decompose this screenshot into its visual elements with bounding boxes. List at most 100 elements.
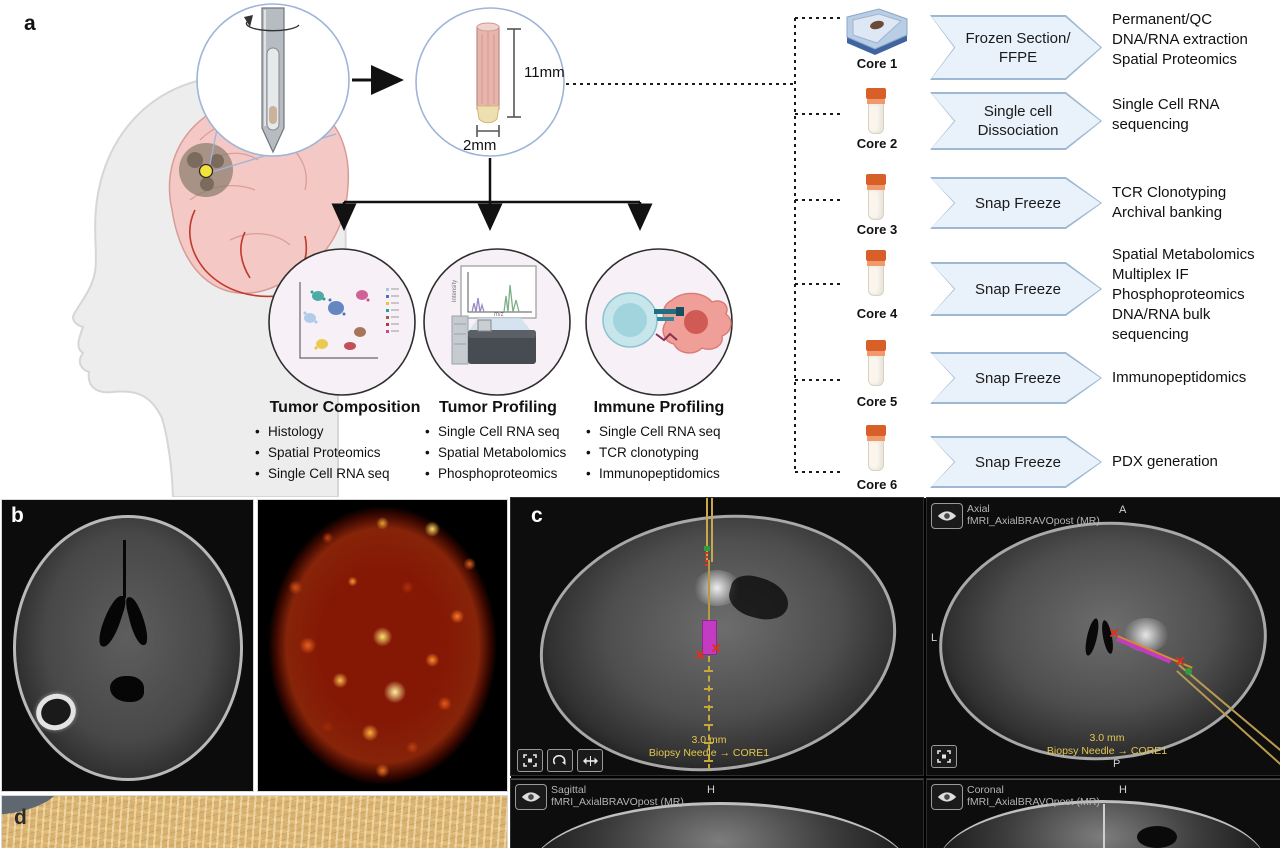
- tsne-pictogram: [268, 248, 416, 396]
- core-4-process-banner: Snap Freeze: [930, 262, 1102, 316]
- ruler-tick: [704, 670, 713, 672]
- eye-icon: [521, 792, 541, 802]
- ruler-tick: [704, 706, 713, 708]
- panel-b-perfusion-map: [257, 499, 508, 792]
- orientation-head: H: [707, 784, 715, 796]
- bullet-icon: •: [425, 424, 430, 439]
- core-5-label: Core 5: [856, 394, 898, 409]
- bullet-icon: •: [255, 466, 260, 481]
- list-item: Histology: [268, 424, 324, 439]
- view-plane-label: Axial fMRI_AxialBRAVOpost (MR): [967, 503, 1100, 527]
- view-axial: Axial fMRI_AxialBRAVOpost (MR) A L 3.0 m…: [926, 497, 1280, 776]
- view-sagittal: Sagittal fMRI_AxialBRAVOpost (MR) H: [510, 778, 924, 848]
- output-line: Archival banking: [1112, 204, 1223, 221]
- core-5-process-banner: Snap Freeze: [930, 352, 1102, 404]
- process-label: Single cell: [983, 103, 1053, 120]
- cryovial-icon: [866, 174, 886, 221]
- output-line: Multiplex IF: [1112, 266, 1189, 283]
- list-item: Single Cell RNA seq: [438, 424, 560, 439]
- view-plane-label: Sagittal fMRI_AxialBRAVOpost (MR): [551, 784, 684, 808]
- core-6-label: Core 6: [856, 477, 898, 492]
- series-name: fMRI_AxialBRAVOpost (MR): [967, 515, 1100, 527]
- panel-a-illustration: [72, 3, 840, 497]
- list-item: Immunopeptidomics: [599, 466, 720, 481]
- output-line: sequencing: [1112, 326, 1189, 343]
- cryovial-icon: [866, 250, 886, 297]
- cryovial-icon: [866, 425, 886, 472]
- process-label: Dissociation: [977, 122, 1059, 139]
- list-item: Spatial Metabolomics: [438, 445, 567, 460]
- trajectory-annotation: Biopsy Needle → CORE1: [648, 747, 770, 759]
- tissue-core-magnifier: [415, 7, 565, 157]
- panel-a: a 11mm 2mm Intensity m/z Tumor Compositi…: [24, 3, 1255, 497]
- flip-view-button[interactable]: [577, 749, 603, 772]
- visibility-toggle-button[interactable]: [931, 784, 963, 810]
- tumor-target-dot: [198, 163, 214, 179]
- mri-brain-arc: [529, 802, 911, 848]
- mass-spec-pictogram: [423, 248, 571, 396]
- ruler-tick: [704, 760, 713, 762]
- ruler-tick: [704, 688, 713, 690]
- entry-marker-green: [704, 546, 710, 551]
- banner-face: [931, 178, 1101, 228]
- panel-c-label: c: [531, 504, 543, 527]
- fullscreen-icon: [937, 750, 951, 763]
- cbv-heatmap: [258, 500, 507, 791]
- midline: [123, 540, 126, 598]
- core-4-outputs: Spatial Metabolomics Multiplex IF Phosph…: [1112, 245, 1255, 345]
- core-3-label: Core 3: [856, 222, 898, 237]
- needle-line-left: [706, 498, 708, 562]
- core-1-process-banner: Frozen Section/FFPE: [930, 15, 1102, 80]
- banner-face: [931, 263, 1101, 315]
- panel-b-label: b: [11, 504, 24, 527]
- depth-measurement: 3.0 mm: [691, 734, 727, 746]
- process-label: Frozen Section/: [965, 29, 1071, 47]
- core-6-outputs: PDX generation: [1112, 452, 1218, 472]
- orientation-left: L: [931, 632, 938, 644]
- output-line: Spatial Proteomics: [1112, 51, 1238, 68]
- list-item: Single Cell RNA seq: [599, 424, 721, 439]
- plane-name: Axial: [967, 503, 990, 515]
- target-x-marker: [695, 650, 705, 660]
- midline-falx: [1103, 804, 1105, 848]
- core-length-label: 11mm: [524, 64, 565, 81]
- trajectory-annotation: Biopsy Needle → CORE1: [1046, 745, 1168, 757]
- output-line: TCR Clonotyping: [1112, 184, 1227, 201]
- list-item: TCR clonotyping: [599, 445, 699, 460]
- rotate-view-button[interactable]: [547, 749, 573, 772]
- banner-face: [931, 16, 1101, 79]
- orientation-posterior: P: [1113, 758, 1121, 770]
- ruler-tick: [704, 724, 713, 726]
- bullet-icon: •: [425, 445, 430, 460]
- needle-depth-marks: [705, 552, 708, 568]
- list-item: Single Cell RNA seq: [268, 466, 390, 481]
- entry-x-marker: [1175, 656, 1185, 666]
- plane-name: Sagittal: [551, 784, 587, 796]
- entry-marker-green: [1185, 668, 1192, 675]
- reset-view-button[interactable]: [517, 749, 543, 772]
- process-label: Snap Freeze: [975, 194, 1061, 212]
- view-main-trajectory: 3.0 mm Biopsy Needle → CORE1 c: [510, 497, 924, 776]
- panel-a-label: a: [24, 12, 36, 35]
- view-coronal: Coronal fMRI_AxialBRAVOpost (MR) H: [926, 778, 1280, 848]
- bullet-icon: •: [586, 445, 591, 460]
- bullet-icon: •: [586, 424, 591, 439]
- visibility-toggle-button[interactable]: [515, 784, 547, 810]
- process-label: FFPE: [998, 48, 1038, 66]
- core-4-label: Core 4: [856, 306, 898, 321]
- immune-pictogram: [585, 248, 733, 396]
- posterior-dark: [110, 676, 144, 702]
- group-list-tumor-composition: •Histology •Spatial Proteomics •Single C…: [255, 421, 390, 484]
- panel-b-mri-image: b: [1, 499, 254, 792]
- bullet-icon: •: [586, 466, 591, 481]
- panel-c-navigation-viewer: 3.0 mm Biopsy Needle → CORE1 c: [510, 497, 1280, 848]
- reset-view-button[interactable]: [931, 745, 957, 768]
- output-line: Phosphoproteomics: [1112, 286, 1245, 303]
- visibility-toggle-button[interactable]: [931, 503, 963, 529]
- histology-edge-artifact: [2, 796, 62, 816]
- view-plane-label: Coronal fMRI_AxialBRAVOpost (MR): [967, 784, 1100, 808]
- needle-line-right: [711, 498, 713, 562]
- panel-d-label: d: [14, 806, 27, 829]
